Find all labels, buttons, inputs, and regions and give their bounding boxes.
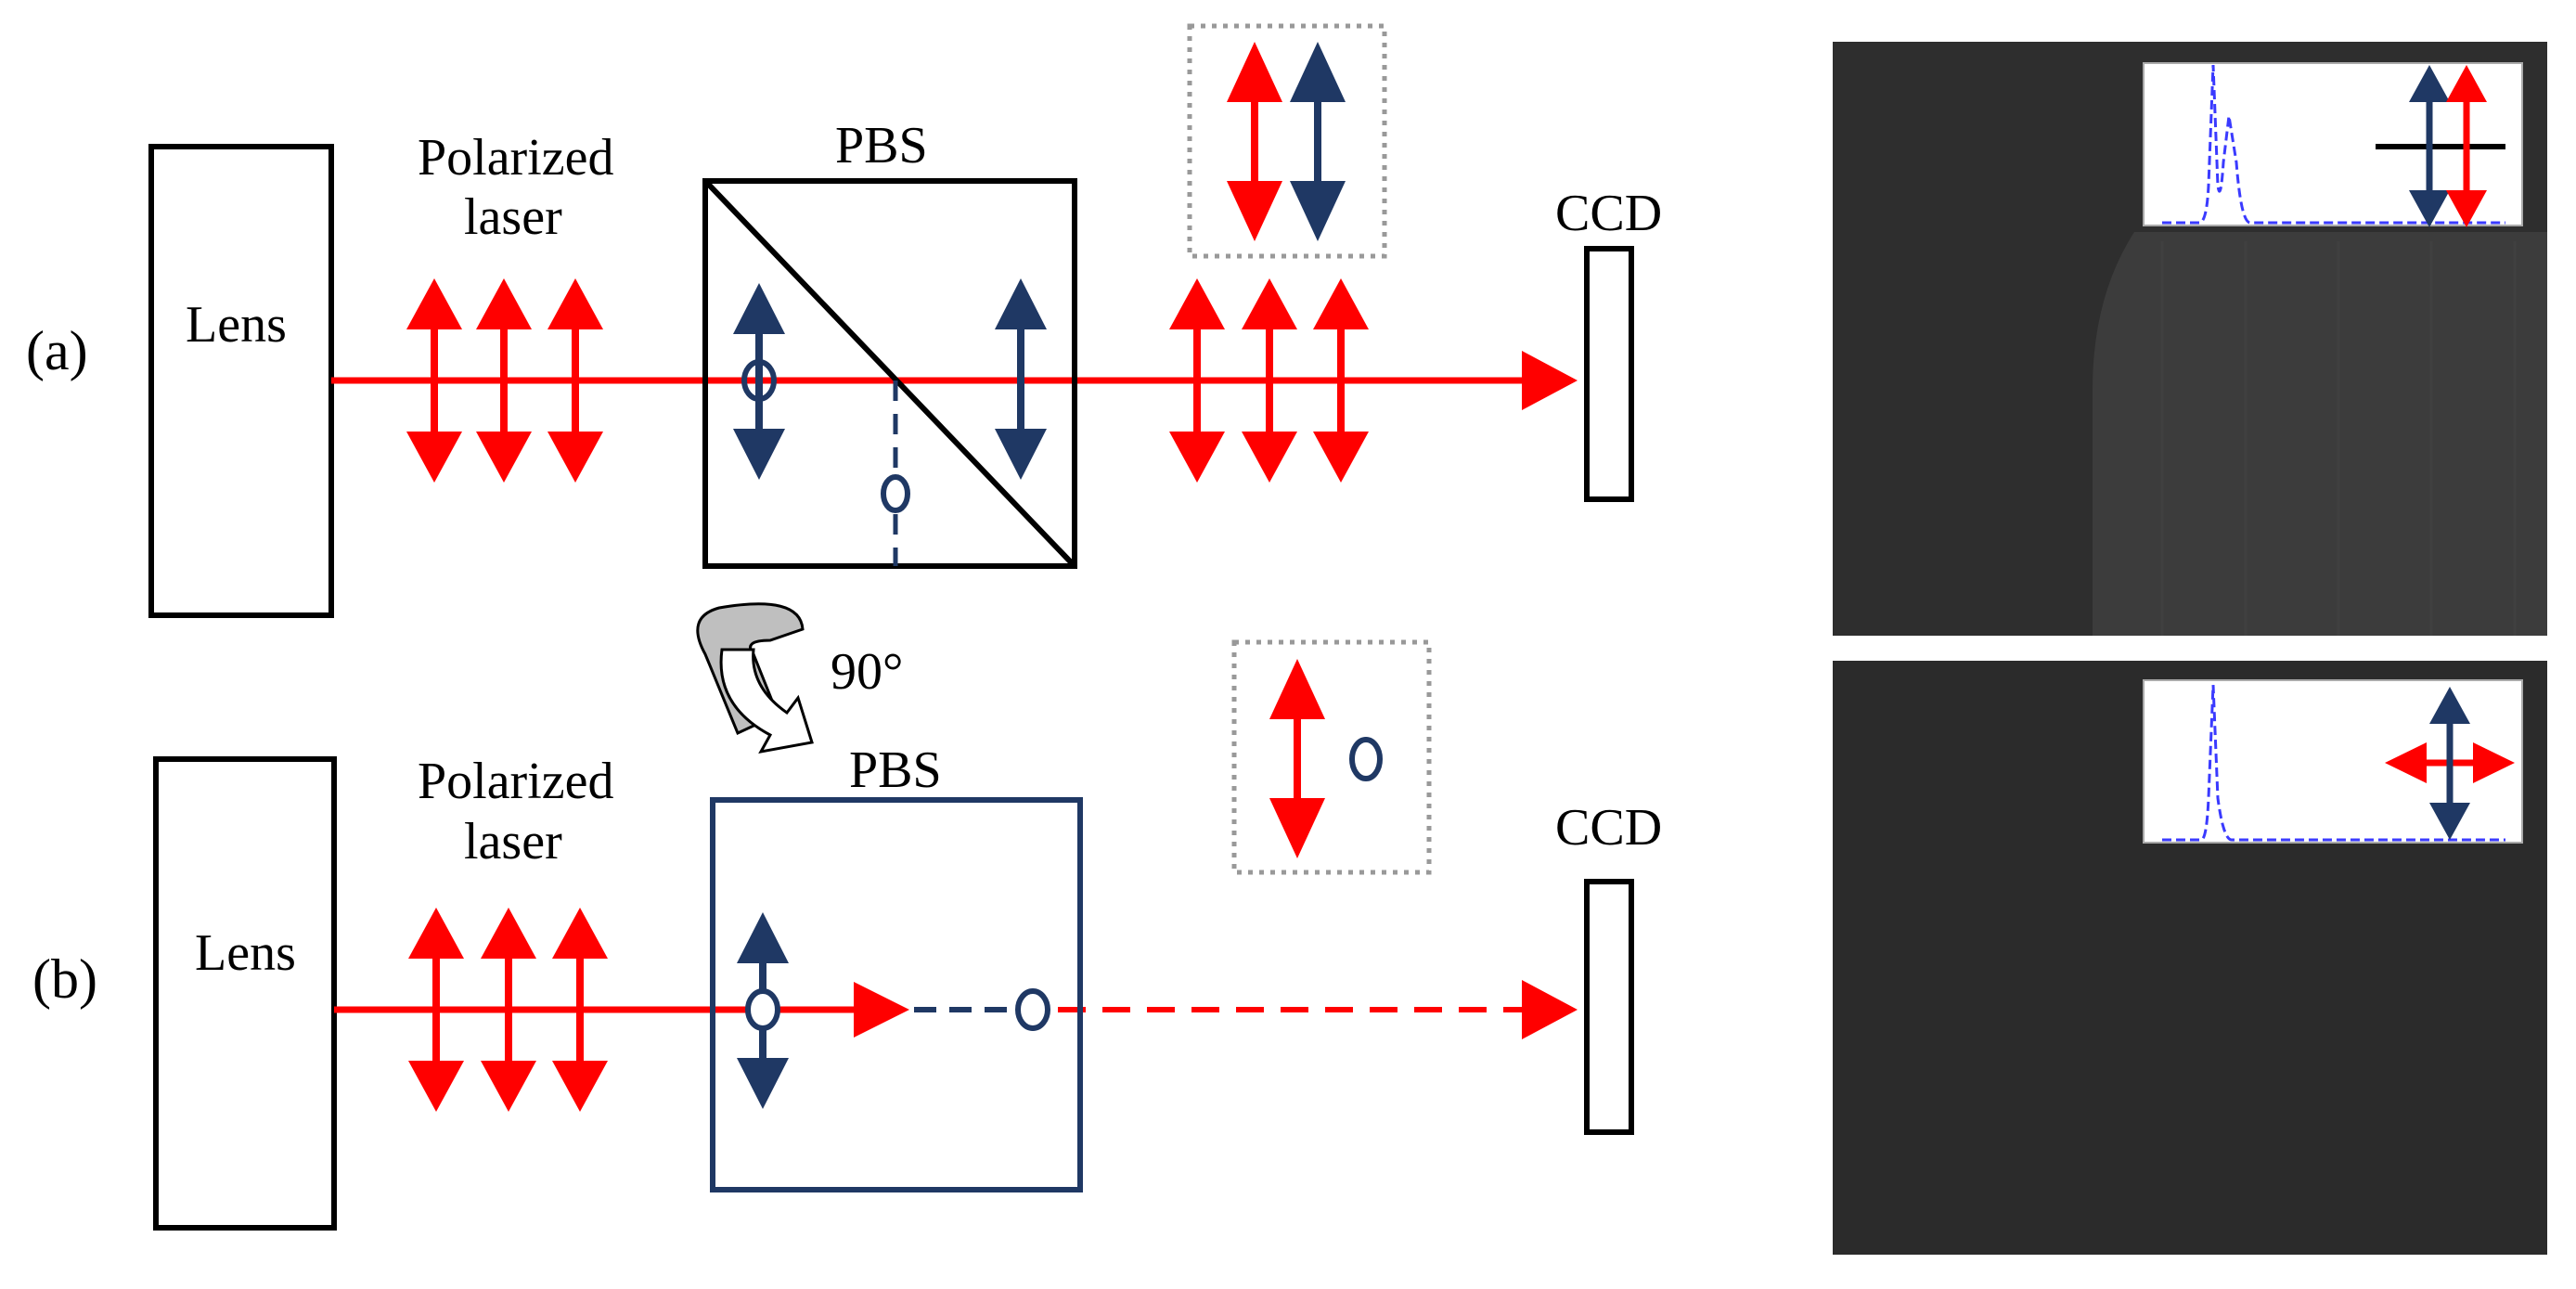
red-double-arrow-icon	[547, 278, 603, 483]
circle-icon	[1015, 988, 1050, 1031]
ccd-image-a-bright-region	[2093, 232, 2547, 636]
navy-double-arrow-icon	[995, 278, 1047, 480]
red-double-arrow-icon	[1227, 42, 1282, 241]
pbs-b	[710, 797, 1083, 1192]
circle-icon	[745, 988, 780, 1031]
red-double-arrow-icon	[476, 278, 532, 483]
inset-a-frame	[1187, 23, 1387, 259]
navy-double-arrow-icon	[2429, 687, 2470, 840]
curved-rotate-arrow-icon	[696, 602, 814, 754]
lens-a-label: Lens	[186, 296, 287, 354]
ccd-b	[1584, 879, 1634, 1135]
pbs-a-label: PBS	[835, 117, 928, 174]
rotation-indicator: 90°	[696, 602, 903, 754]
navy-double-arrow-icon	[2409, 65, 2450, 227]
laser-b-label-line2: laser	[464, 813, 562, 870]
polarization-arrows-a-input	[406, 278, 603, 483]
circle-icon	[881, 474, 910, 513]
circle-icon	[741, 359, 777, 402]
ccd-image-a	[1833, 42, 2547, 636]
panel-b: (b) Lens Polarized laser	[32, 639, 1662, 1231]
red-double-arrow-icon	[1269, 659, 1325, 858]
intensity-curve-a	[2162, 64, 2505, 225]
panel-a: (a) Lens Polarized laser	[26, 23, 1662, 618]
beam-a-arrowhead	[1522, 351, 1578, 410]
ccd-image-b	[1833, 661, 2547, 1255]
pbs-b-label: PBS	[849, 741, 942, 799]
ccd-b-label: CCD	[1555, 799, 1662, 857]
pbs-a-diagonal	[702, 178, 1077, 569]
laser-a-label-line2: laser	[464, 188, 562, 246]
red-double-arrow-icon	[1313, 278, 1369, 483]
circle-icon	[1349, 737, 1383, 781]
ccd-image-a-texture	[2160, 241, 2517, 636]
red-double-arrow-icon	[1169, 278, 1225, 483]
ccd-image-b-inset	[2143, 679, 2523, 844]
red-double-arrow-icon	[1242, 278, 1297, 483]
red-double-arrow-icon	[406, 278, 462, 483]
red-double-arrow-icon	[552, 908, 608, 1112]
ccd-a-label: CCD	[1555, 185, 1662, 242]
polarization-inset-a	[1187, 23, 1387, 259]
red-double-arrow-icon	[408, 908, 464, 1112]
laser-b-label-line1: Polarized	[418, 753, 613, 810]
ccd-image-a-inset	[2143, 62, 2523, 227]
rotation-label: 90°	[831, 643, 903, 701]
lens-a	[148, 144, 334, 618]
pbs-a	[702, 178, 1077, 569]
inset-b-frame	[1231, 639, 1432, 875]
lens-b	[153, 756, 337, 1231]
ccd-a	[1584, 246, 1634, 502]
beam-b-mid-arrowhead	[854, 982, 909, 1038]
polarization-arrows-a-output	[1169, 278, 1369, 483]
navy-double-arrow-icon	[1290, 42, 1346, 241]
red-double-arrow-icon	[2446, 65, 2487, 227]
laser-a-label-line1: Polarized	[418, 129, 613, 187]
panel-b-label: (b)	[32, 948, 97, 1010]
navy-double-arrow-icon	[733, 283, 785, 480]
panel-a-label: (a)	[26, 320, 88, 381]
beam-b-arrowhead	[1522, 980, 1578, 1039]
polarization-arrows-b-input	[408, 908, 608, 1112]
polarization-inset-b	[1231, 639, 1432, 875]
intensity-curve-b	[2162, 684, 2505, 842]
red-double-arrow-icon	[481, 908, 536, 1112]
lens-b-label: Lens	[195, 924, 296, 982]
